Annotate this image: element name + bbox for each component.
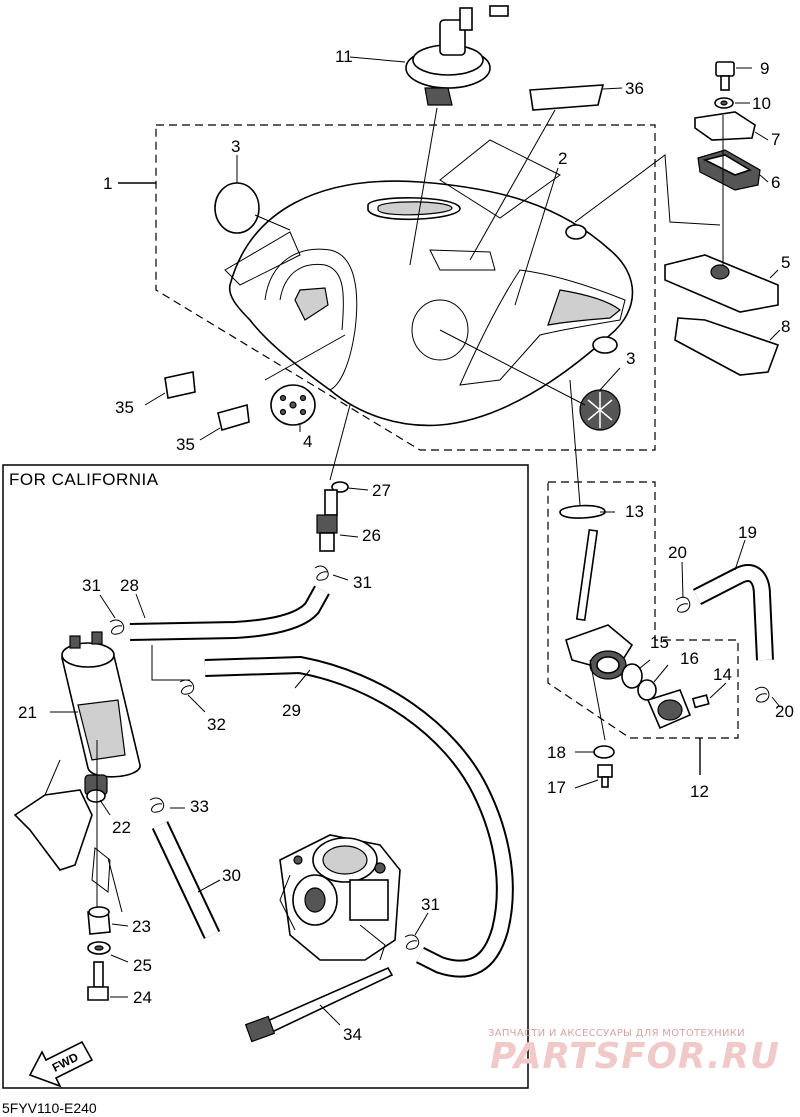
part-label-17: 17 — [547, 778, 566, 797]
part-2-leader — [514, 167, 559, 306]
part-label-32: 32 — [207, 715, 226, 734]
mounting-hardware — [574, 61, 781, 376]
part-label-34: 34 — [343, 1025, 362, 1044]
carburetor — [279, 834, 401, 961]
part-label-9: 9 — [760, 59, 769, 78]
part-label-22: 22 — [112, 818, 131, 837]
part-label-20a: 20 — [668, 543, 687, 562]
part-label-31b: 31 — [353, 573, 372, 592]
fuel-tank-assembly-frame — [118, 124, 656, 451]
part-label-31c: 31 — [421, 895, 440, 914]
part-label-8: 8 — [781, 317, 790, 336]
cable-tie — [244, 966, 394, 1043]
part-label-21: 21 — [18, 703, 37, 722]
part-label-31a: 31 — [82, 576, 101, 595]
hose-joint — [316, 404, 369, 552]
part-label-3a: 3 — [231, 137, 240, 156]
part-label-14: 14 — [713, 665, 732, 684]
california-section — [2, 464, 529, 1089]
fuel-cock-assembly-frame — [547, 481, 739, 775]
part-label-18: 18 — [547, 743, 566, 762]
vent-hoses — [149, 655, 514, 978]
fuel-hose-19 — [675, 539, 781, 708]
part-label-30: 30 — [222, 866, 241, 885]
part-label-4: 4 — [303, 432, 312, 451]
part-label-6: 6 — [771, 173, 780, 192]
watermark: ЗАПЧАСТИ И АКСЕССУАРЫ ДЛЯ МОТОТЕХНИКИ PA… — [488, 1028, 780, 1077]
part-label-10: 10 — [752, 94, 771, 113]
part-label-12: 12 — [690, 782, 709, 801]
part-label-2: 2 — [558, 149, 567, 168]
part-label-11: 11 — [335, 47, 353, 66]
part-label-35a: 35 — [115, 398, 134, 417]
part-label-15: 15 — [650, 633, 669, 652]
part-label-28: 28 — [120, 576, 139, 595]
part-label-19: 19 — [738, 523, 757, 542]
part-label-24: 24 — [133, 988, 152, 1007]
part-label-29: 29 — [282, 701, 301, 720]
part-label-27: 27 — [372, 481, 391, 500]
part-label-16: 16 — [680, 649, 699, 668]
forward-arrow: FWD — [28, 1040, 94, 1088]
warning-decal — [469, 84, 623, 261]
part-label-13: 13 — [625, 502, 644, 521]
part-label-3b: 3 — [626, 349, 635, 368]
part-label-5: 5 — [781, 253, 790, 272]
part-label-20b: 20 — [775, 702, 794, 721]
fuel-tank — [224, 139, 634, 427]
drawing-code: 5FYV110-E240 — [2, 1100, 97, 1116]
part-labels: 1 2 3 3 4 5 6 7 8 9 10 11 12 13 14 15 16… — [18, 47, 794, 1044]
part-label-36: 36 — [625, 79, 644, 98]
tank-dampers — [144, 334, 346, 441]
part-label-25: 25 — [133, 956, 152, 975]
watermark-brand: PARTSFOR.RU — [490, 1036, 780, 1077]
part-label-23: 23 — [132, 917, 151, 936]
section-title: FOR CALIFORNIA — [9, 470, 159, 489]
part-label-7: 7 — [771, 130, 780, 149]
canister-hardware — [87, 847, 129, 1001]
part-label-33: 33 — [190, 797, 209, 816]
part-label-26: 26 — [362, 526, 381, 545]
fuel-tank-cap — [349, 5, 509, 266]
watermark-tagline: ЗАПЧАСТИ И АКСЕССУАРЫ ДЛЯ МОТОТЕХНИКИ — [488, 1028, 745, 1039]
charcoal-canister — [13, 631, 190, 925]
tank-emblem — [214, 155, 621, 431]
breather-hose-28 — [99, 565, 349, 641]
part-label-1: 1 — [103, 174, 112, 193]
fuel-cock — [559, 379, 727, 789]
part-label-35b: 35 — [176, 435, 195, 454]
